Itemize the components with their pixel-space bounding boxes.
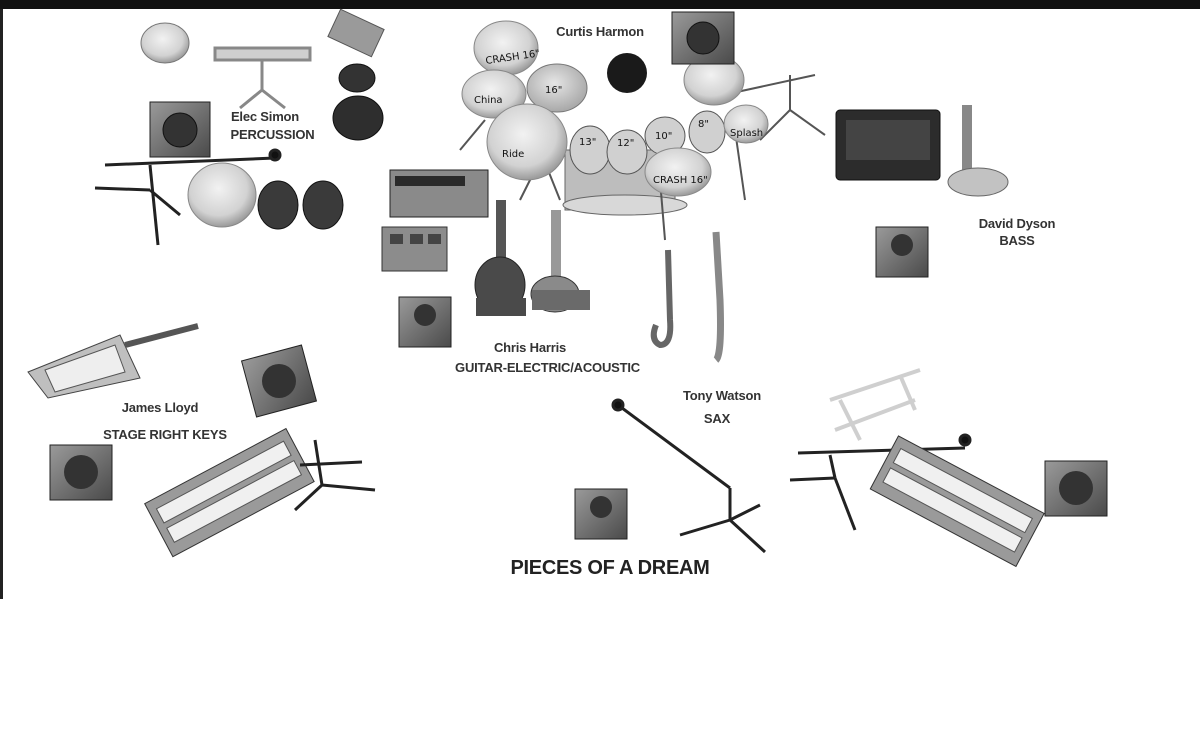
bass-guitar-icon [947, 105, 1009, 197]
guitar-performer-name: Chris Harris [493, 340, 567, 355]
drum-kit-label: 13" [579, 137, 596, 148]
drum-kit-label: 8" [698, 119, 709, 130]
drum-kit-label: China [474, 95, 503, 106]
bass-setup [835, 105, 1009, 278]
drum-kit-label: Splash [730, 128, 763, 139]
drum-kit-label: CRASH 16" [653, 175, 708, 186]
cymbal-icon [461, 69, 527, 119]
cymbal-icon [607, 53, 647, 93]
drum-kit-label: Ride [502, 149, 524, 160]
cowbell-icon [327, 8, 385, 58]
tambourine-icon [140, 22, 190, 64]
keyboard-icon [869, 435, 1045, 568]
mic-stand-icon [94, 148, 282, 246]
keys-role: STAGE RIGHT KEYS [103, 427, 227, 442]
tom-drum-icon [569, 125, 611, 175]
conga-drum-icon [257, 180, 299, 230]
drum-kit-label: 12" [617, 138, 634, 149]
left-border [0, 9, 3, 599]
percussion-setup [94, 8, 385, 246]
bongo-drum-icon [338, 63, 376, 93]
percussion-performer-name: Elec Simon [230, 109, 300, 124]
drums-performer-name: Curtis Harmon [556, 24, 644, 39]
sax-setup [574, 231, 767, 554]
soprano-sax-icon [712, 231, 724, 363]
bass-drum-icon [562, 194, 688, 216]
saxophone-icon [650, 249, 674, 349]
timbale-drum-icon [332, 95, 384, 141]
drum-kit: CRASH 16" 16" China Ride 13" 12" 10" 8" … [459, 11, 826, 241]
gong-cymbal-icon [187, 162, 257, 228]
keys-left-setup [789, 368, 1108, 568]
sax-role: SAX [703, 411, 731, 426]
guitar-setup [381, 169, 590, 348]
cymbal-icon [473, 20, 539, 76]
drum-kit-label: 10" [655, 131, 672, 142]
bass-role: BASS [999, 233, 1035, 248]
drum-kit-label: 16" [545, 85, 562, 96]
cymbal-icon [644, 147, 712, 197]
tom-drum-icon [606, 129, 648, 175]
tom-drum-icon [688, 110, 726, 154]
tom-drum-icon [526, 63, 588, 113]
effects-pedalboard-icon [381, 226, 448, 272]
acoustic-guitar-icon [474, 200, 526, 316]
electric-guitar-icon [530, 210, 590, 313]
keytar-icon [27, 323, 199, 399]
keytar-stand-icon [213, 46, 312, 110]
cymbal-icon [486, 103, 568, 181]
mic-stand-icon [789, 433, 972, 531]
sax-performer-name: Tony Watson [683, 388, 761, 403]
guitar-role: GUITAR-ELECTRIC/ACOUSTIC [455, 360, 640, 375]
percussion-role: PERCUSSION [230, 127, 315, 142]
keys-performer-name: James Lloyd [121, 400, 199, 415]
band-name-title: PIECES OF A DREAM [510, 557, 710, 579]
keys-right-setup [27, 323, 376, 558]
conga-drum-icon [302, 180, 344, 230]
keyboard-icon [144, 427, 315, 558]
mic-stand-icon [611, 398, 767, 554]
top-border [0, 0, 1200, 9]
cymbal-icon [723, 104, 769, 144]
keyboard-stand-icon [829, 368, 921, 441]
bass-performer-name: David Dyson [978, 216, 1056, 231]
mic-stand-icon [293, 439, 376, 512]
